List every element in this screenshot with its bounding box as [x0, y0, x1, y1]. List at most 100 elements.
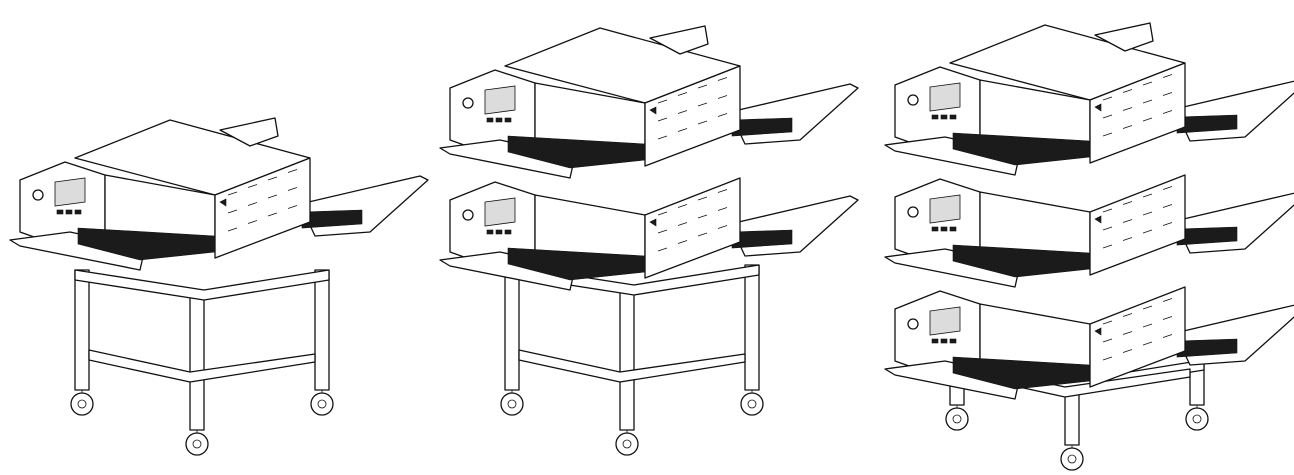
caster-hub-1 [622, 439, 632, 449]
oven-stack-triple [884, 22, 1294, 471]
power-switch-icon [907, 206, 919, 218]
panel-button-2 [504, 229, 512, 235]
oven-stack-double [439, 25, 859, 456]
exhaust-box [649, 25, 709, 55]
vent-slot [1102, 96, 1113, 101]
vent-slot [1162, 298, 1173, 302]
conveyor-oven-double-1 [439, 177, 859, 291]
vent-slot [697, 214, 708, 219]
vent-slot [657, 211, 668, 216]
caster-wheel-0 [945, 407, 969, 431]
vent-slot [247, 220, 258, 224]
vent-slot [697, 120, 708, 125]
vent-slot [1122, 237, 1133, 241]
vent-slot [1102, 132, 1113, 137]
vent-slot [1142, 99, 1153, 104]
power-switch-icon [462, 97, 474, 109]
caster-wheel-1 [615, 432, 639, 456]
caster-hub-1 [1067, 454, 1077, 464]
vent-slot [227, 227, 238, 232]
vent-slot [1102, 320, 1113, 325]
vent-slot [1142, 117, 1153, 122]
panel-button-1 [940, 114, 948, 120]
vent-slot [697, 84, 708, 89]
stand-leg-1 [619, 284, 635, 431]
front-conveyor-belt [952, 132, 1091, 166]
caster-hub-2 [1192, 414, 1202, 424]
vent-slot [1122, 125, 1133, 129]
panel-button-2 [949, 226, 957, 232]
vent-slot [1162, 110, 1173, 114]
caster-wheel-2 [740, 392, 764, 416]
vent-slot [1122, 331, 1133, 335]
panel-button-2 [949, 338, 957, 344]
vent-slot [697, 232, 708, 237]
warning-triangle-icon [1094, 327, 1102, 336]
vent-slot [247, 202, 258, 206]
vent-slot [1142, 323, 1153, 328]
front-conveyor-belt [952, 356, 1091, 390]
vent-slot [1122, 89, 1133, 93]
vent-slot [1102, 338, 1113, 343]
vent-slot [1162, 222, 1173, 226]
vent-slot [717, 189, 728, 193]
warning-triangle-icon [649, 106, 657, 115]
stand-lower-shelf [88, 349, 316, 383]
oven-stacks-layer [9, 22, 1294, 471]
vent-slot [677, 128, 688, 132]
vent-slot [267, 176, 278, 181]
panel-button-0 [931, 338, 939, 344]
caster-wheel-2 [1185, 407, 1209, 431]
vent-slot [657, 99, 668, 104]
vent-slot [1162, 204, 1173, 208]
conveyor-oven-triple-1 [884, 174, 1294, 288]
front-conveyor-belt [507, 135, 646, 169]
stand-top-frame [74, 269, 330, 301]
vent-slot [657, 135, 668, 140]
panel-button-1 [940, 338, 948, 344]
oven-stack-single [9, 117, 429, 456]
vent-slot [1102, 114, 1113, 119]
warning-triangle-icon [1094, 103, 1102, 112]
vent-slot [1162, 316, 1173, 320]
vent-slot [227, 191, 238, 196]
vent-slot [1162, 186, 1173, 190]
vent-slot [247, 184, 258, 188]
vent-slot [697, 196, 708, 201]
vent-slot [1162, 74, 1173, 78]
vent-slot [267, 194, 278, 199]
vent-slot [1102, 244, 1113, 249]
caster-wheel-0 [500, 392, 524, 416]
stand-lower-shelf [518, 349, 746, 383]
vent-slot [1142, 81, 1153, 86]
conveyor-oven-single-0 [9, 117, 429, 271]
warning-triangle-icon [1094, 215, 1102, 224]
panel-button-1 [65, 209, 73, 215]
vent-slot [1102, 226, 1113, 231]
caster-wheel-2 [310, 392, 334, 416]
control-display [929, 82, 961, 112]
vent-slot [1122, 349, 1133, 353]
vent-slot [677, 204, 688, 208]
caster-hub-0 [507, 399, 517, 409]
caster-hub-1 [192, 439, 202, 449]
caster-wheel-1 [1060, 447, 1084, 471]
caster-hub-2 [317, 399, 327, 409]
oven-side-panel [1089, 174, 1186, 276]
oven-stand-1 [500, 264, 764, 456]
control-display [484, 197, 516, 227]
control-display [54, 177, 86, 207]
oven-side-panel [644, 177, 741, 279]
front-conveyor-belt [507, 247, 646, 281]
vent-slot [1102, 208, 1113, 213]
vent-slot [267, 212, 278, 217]
vent-slot [717, 225, 728, 229]
power-switch-icon [32, 189, 44, 201]
vent-slot [1142, 193, 1153, 198]
panel-button-0 [931, 114, 939, 120]
exhaust-box [1094, 22, 1154, 52]
control-display [929, 194, 961, 224]
conveyor-oven-double-0 [439, 25, 859, 179]
vent-slot [717, 113, 728, 117]
